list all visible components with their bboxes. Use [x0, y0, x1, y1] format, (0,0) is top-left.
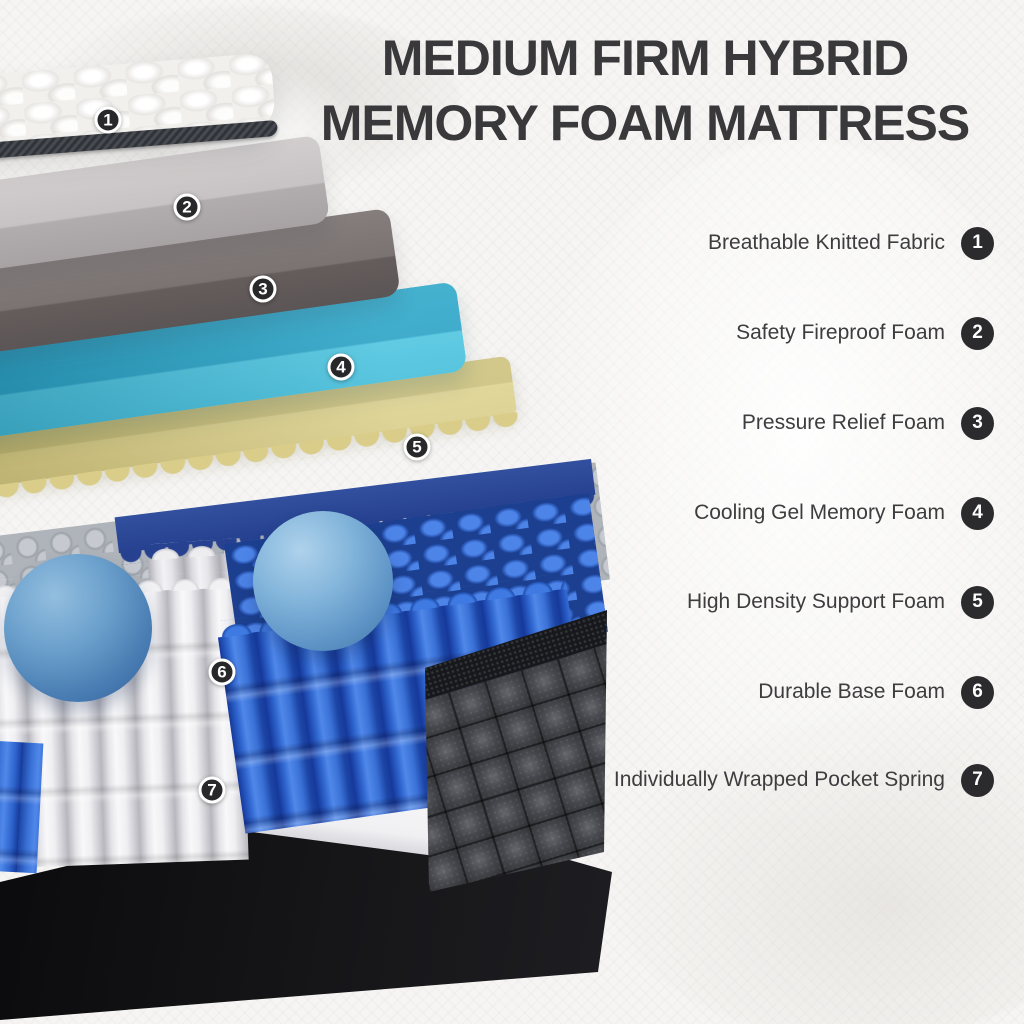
legend-item-label: Breathable Knitted Fabric	[708, 231, 945, 254]
layer-marker-1: 1	[94, 106, 122, 134]
legend-item-number: 6	[961, 675, 994, 709]
legend-item-label: Pressure Relief Foam	[741, 411, 945, 434]
layer-marker-4: 4	[327, 353, 355, 381]
legend-item-number: 2	[961, 316, 994, 350]
layer-marker-6: 6	[208, 658, 236, 686]
layer-marker-3: 3	[249, 275, 277, 303]
legend-item-number: 3	[961, 406, 994, 440]
legend-item-number: 1	[961, 226, 994, 260]
title-line-1: MEDIUM FIRM HYBRID	[381, 30, 909, 86]
legend-item-label: Cooling Gel Memory Foam	[694, 501, 945, 524]
legend-item-5: High Density Support Foam 5	[687, 585, 994, 619]
legend-item-label: Safety Fireproof Foam	[736, 321, 945, 344]
legend-item-2: Safety Fireproof Foam 2	[736, 316, 994, 350]
legend-item-number: 7	[961, 763, 994, 797]
layer-marker-7: 7	[198, 776, 226, 804]
legend-item-number: 4	[961, 496, 994, 530]
legend-item-label: Individually Wrapped Pocket Spring	[613, 768, 945, 791]
support-ball-right	[253, 511, 393, 651]
legend-item-1: Breathable Knitted Fabric 1	[708, 226, 994, 260]
legend-item-label: Durable Base Foam	[758, 680, 945, 703]
blue-pocket-spring-left-edge	[0, 740, 44, 874]
support-ball-left	[4, 554, 152, 702]
page-title: MEDIUM FIRM HYBRID MEMORY FOAM MATTRESS	[280, 26, 1010, 156]
legend-item-number: 5	[961, 585, 994, 619]
layer-marker-5: 5	[403, 433, 431, 461]
legend-item-7: Individually Wrapped Pocket Spring 7	[614, 763, 994, 797]
legend-item-label: High Density Support Foam	[687, 590, 945, 613]
bg-shadow-blob	[600, 700, 1024, 1024]
layer-marker-2: 2	[173, 193, 201, 221]
title-line-2: MEMORY FOAM MATTRESS	[320, 95, 971, 151]
legend-item-3: Pressure Relief Foam 3	[742, 406, 994, 440]
legend-item-6: Durable Base Foam 6	[758, 675, 994, 709]
legend-item-4: Cooling Gel Memory Foam 4	[694, 496, 994, 530]
